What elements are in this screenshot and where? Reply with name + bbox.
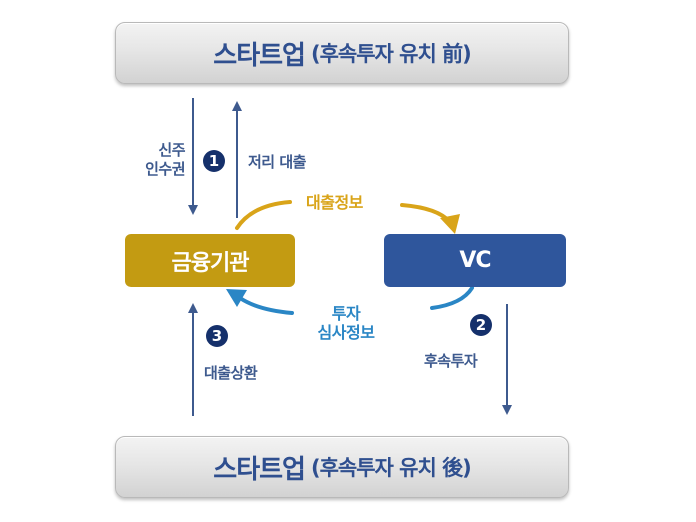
arrow-loan-info-left-segment	[235, 200, 292, 230]
label-loan-repayment-text: 대출상환	[204, 364, 258, 382]
vc-label: VC	[459, 248, 491, 273]
startup-before-subtitle: (후속투자 유치 前)	[310, 42, 472, 66]
arrow-invest-info-left-segment	[238, 296, 294, 315]
label-loan-info-text: 대출정보	[306, 193, 363, 212]
label-low-interest-loan: 저리 대출	[248, 153, 306, 172]
label-stock-warrant: 신주 인수권	[141, 141, 185, 179]
label-low-interest-loan-text: 저리 대출	[248, 153, 306, 171]
step-2-number: 2	[475, 316, 487, 334]
financial-institution-label: 금융기관	[171, 250, 250, 276]
startup-after-title: 스타트업	[213, 454, 306, 485]
step-1-badge: 1	[203, 150, 225, 172]
startup-after-investment-bar: 스타트업 (후속투자 유치 後)	[115, 436, 569, 498]
label-follow-on-investment-text: 후속투자	[424, 352, 478, 370]
step-1-number: 1	[208, 152, 220, 170]
label-investment-review-info: 투자 심사정보	[300, 304, 392, 342]
vc-node: VC	[384, 234, 566, 287]
arrow-invest-info-head	[226, 289, 247, 307]
startup-before-title: 스타트업	[213, 40, 306, 71]
startup-after-subtitle: (후속투자 유치 後)	[310, 456, 472, 480]
arrow-loan-info-head	[440, 214, 460, 234]
label-stock-warrant-line1: 신주	[158, 141, 185, 159]
step-3-number: 3	[211, 327, 223, 345]
label-follow-on-investment: 후속투자	[424, 352, 478, 371]
arrow-invest-info-right-segment	[430, 286, 474, 310]
label-loan-info: 대출정보	[306, 193, 363, 212]
financial-institution-node: 금융기관	[125, 234, 295, 287]
startup-before-investment-bar: 스타트업 (후속투자 유치 前)	[115, 22, 569, 84]
label-stock-warrant-line2: 인수권	[145, 160, 185, 178]
step-2-badge: 2	[470, 314, 492, 336]
label-loan-repayment: 대출상환	[204, 364, 258, 383]
step-3-badge: 3	[206, 325, 228, 347]
label-investment-review-line2: 심사정보	[317, 323, 375, 342]
label-investment-review-line1: 투자	[331, 304, 361, 323]
